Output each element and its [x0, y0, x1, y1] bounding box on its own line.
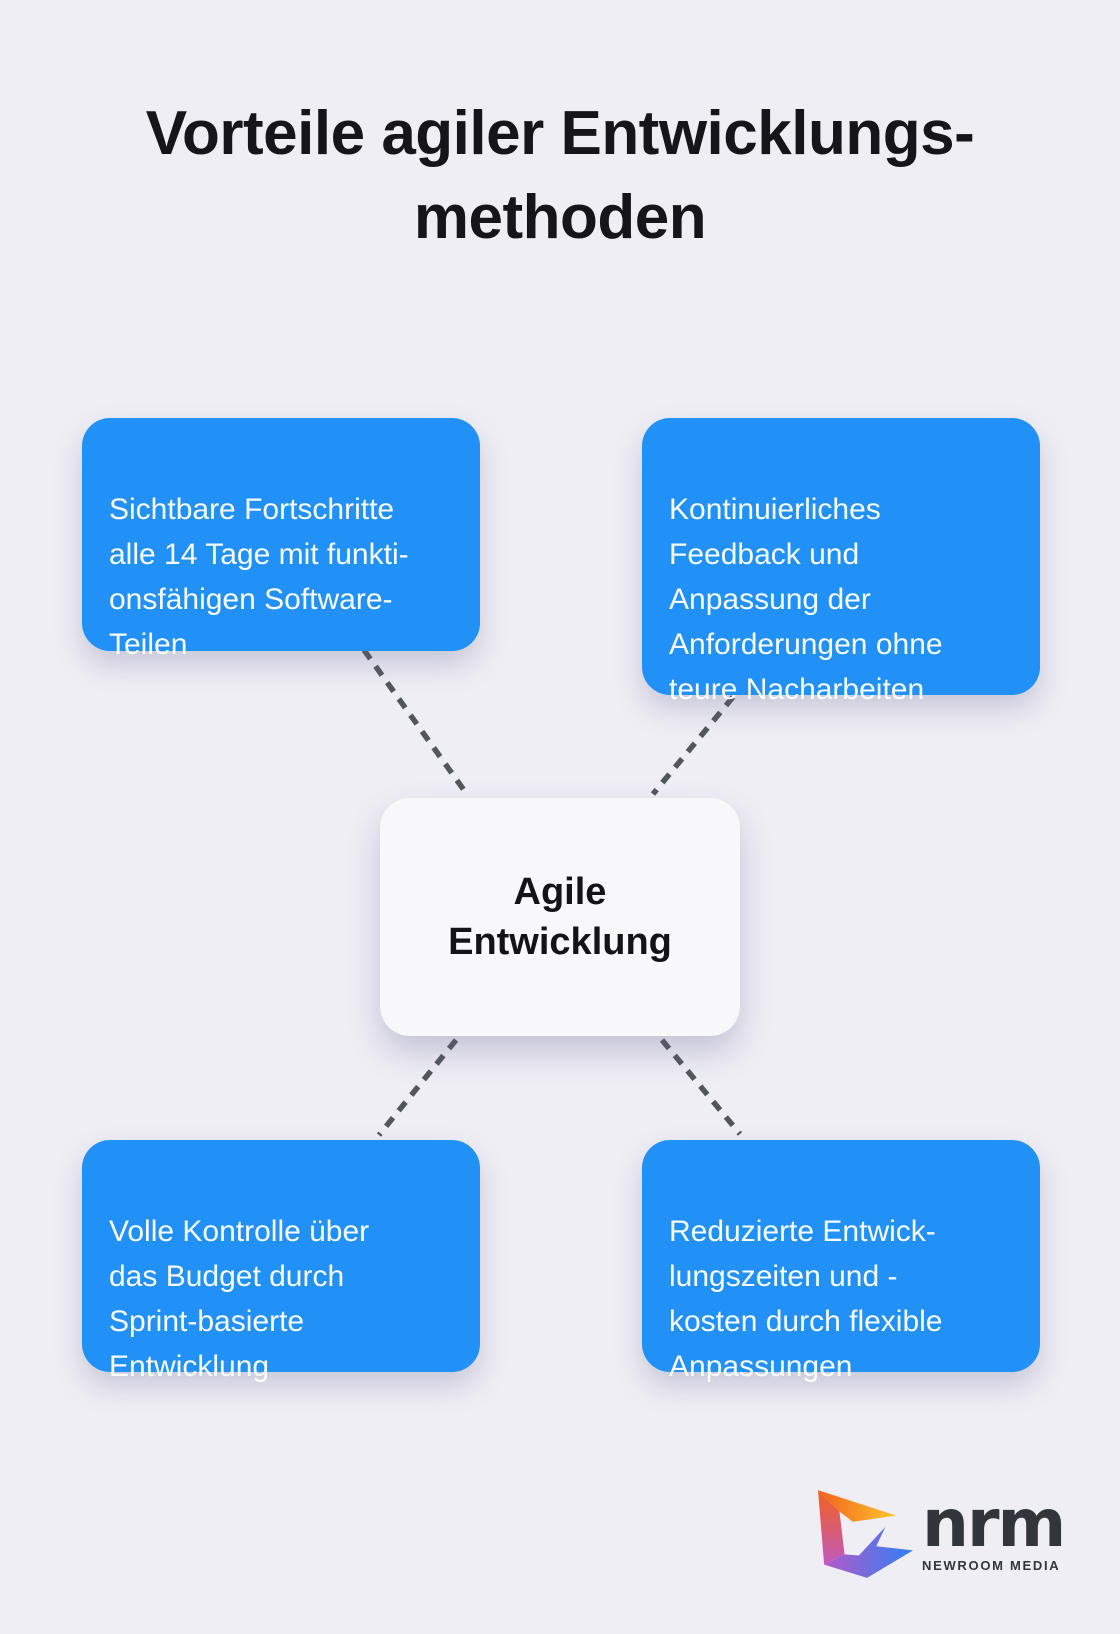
brand-logo: nrm NEWROOM MEDIA	[818, 1490, 1078, 1585]
benefit-text: Sichtbare Fortschritte alle 14 Tage mit …	[109, 493, 409, 661]
benefit-box-top-right: Kontinuierliches Feedback und Anpassung …	[642, 418, 1040, 706]
connector-line	[361, 648, 469, 795]
benefit-box-bottom-left: Volle Kontrolle über das Budget durch Sp…	[82, 1140, 480, 1383]
benefit-text: Kontinuierliches Feedback und Anpassung …	[669, 493, 943, 706]
center-node-label: Agile Entwicklung	[448, 871, 672, 963]
benefit-box-top-left: Sichtbare Fortschritte alle 14 Tage mit …	[82, 418, 480, 661]
logo-text-block: nrm NEWROOM MEDIA	[922, 1485, 1066, 1574]
nrm-logo-icon	[818, 1490, 913, 1578]
page-title: Vorteile agiler Entwicklungs- methoden	[145, 99, 975, 252]
center-node: Agile Entwicklung	[380, 798, 740, 1036]
benefit-text: Volle Kontrolle über das Budget durch Sp…	[109, 1215, 370, 1383]
brand-name: nrm	[922, 1485, 1066, 1562]
connector-line	[659, 1038, 743, 1136]
connector-line	[650, 695, 736, 796]
brand-subtitle: NEWROOM MEDIA	[922, 1558, 1061, 1573]
benefit-box-bottom-right: Reduzierte Entwick- lungszeiten und - ko…	[642, 1140, 1040, 1383]
benefit-text: Reduzierte Entwick- lungszeiten und - ko…	[669, 1215, 943, 1383]
connector-line	[376, 1038, 459, 1137]
